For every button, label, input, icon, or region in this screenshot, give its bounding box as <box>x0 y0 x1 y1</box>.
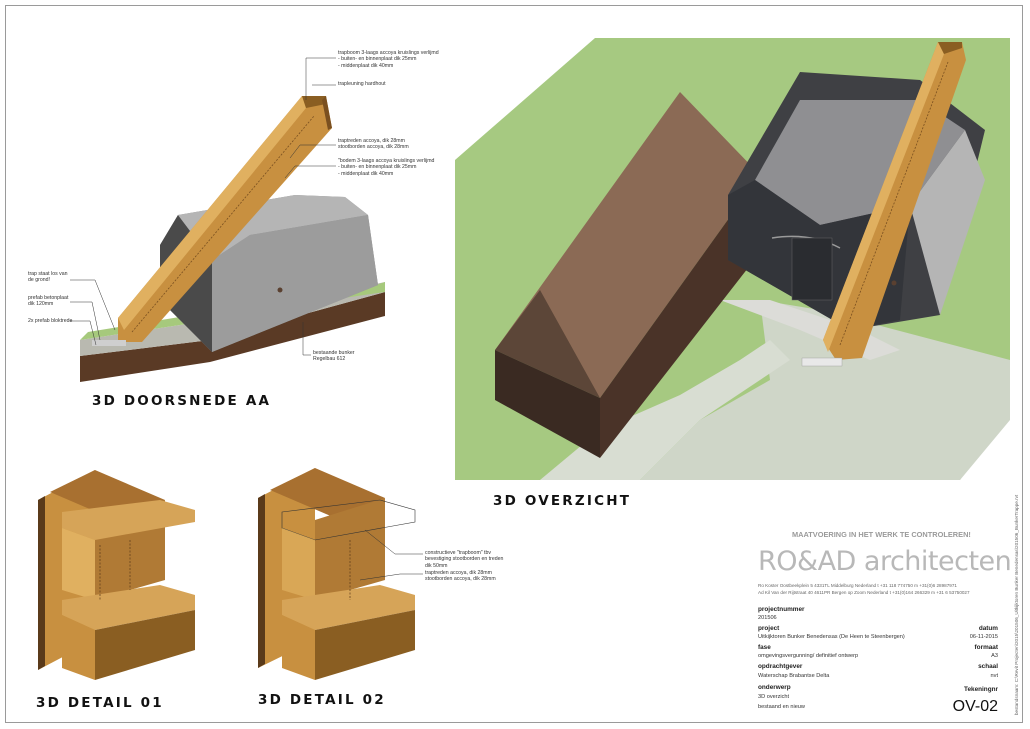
value-datum: 06-11-2015 <box>969 634 998 640</box>
file-path: bestandsnaam: C:\Revit Projecten\2015\20… <box>1014 494 1019 715</box>
label-tekeningnr: Tekeningnr <box>964 686 998 693</box>
note-prefab-blok: 2x prefab bloktrede <box>28 318 73 324</box>
value-formaat: A3 <box>991 653 998 659</box>
title-detail1: 3D detail 01 <box>36 695 164 711</box>
note-trap-los: trap staat los van de grond! <box>28 271 68 284</box>
contact-line-1: Ro Koster Oostbeekplein 5 4331TL Middelb… <box>758 583 957 588</box>
value-projectnummer: 201506 <box>758 615 777 621</box>
value-opdrachtgever: Waterschap Brabantse Delta <box>758 673 830 679</box>
logo: RO&AD architecten <box>758 546 1012 577</box>
note-traptreden: traptreden accoya, dik 28mm stootborden … <box>338 138 409 151</box>
title-doorsnede: 3D doorsnede AA <box>92 393 272 409</box>
note-trapleuning: trapleuning hardhout <box>338 81 386 87</box>
contact-line-2: Ad Kil Van der Rijtstraat 40 4611PR Berg… <box>758 590 970 595</box>
label-projectnummer: projectnummer <box>758 606 805 613</box>
value-schaal: nvt <box>990 673 998 679</box>
label-opdrachtgever: opdrachtgever <box>758 663 803 670</box>
value-onderwerp-2: bestaand en nieuw <box>758 704 805 710</box>
label-formaat: formaat <box>974 644 998 651</box>
label-fase: fase <box>758 644 771 651</box>
note-bunker: bestaande bunker Regelbau 612 <box>313 350 355 363</box>
title-overzicht: 3D overzicht <box>493 493 632 509</box>
label-onderwerp: onderwerp <box>758 684 791 691</box>
value-tekeningnr: OV-02 <box>952 698 998 715</box>
value-project: Uitkijktoren Bunker Benedensas (De Heen … <box>758 634 905 640</box>
note-traptreden-d02: traptreden accoya, dik 28mm stootborden … <box>425 570 496 583</box>
label-schaal: schaal <box>978 663 998 670</box>
value-onderwerp-1: 3D overzicht <box>758 694 790 700</box>
note-constructieve: constructieve "trapboom" tbv bevestiging… <box>425 550 504 569</box>
note-trapboom: trapboom 3-laags accoya kruislings verli… <box>338 50 439 69</box>
label-datum: datum <box>978 625 998 632</box>
maatvoering-warning: MAATVOERING IN HET WERK TE CONTROLEREN! <box>792 530 971 539</box>
note-bodem: "bodem 3-laags accoya kruislings verlijm… <box>338 158 435 177</box>
title-detail2: 3D detail 02 <box>258 692 386 708</box>
note-prefab-beton: prefab betonplaat dik 120mm <box>28 295 69 308</box>
drawing-sheet <box>5 5 1023 723</box>
value-fase: omgevingsvergunning/ definitief ontwerp <box>758 653 859 659</box>
label-project: project <box>758 625 780 632</box>
